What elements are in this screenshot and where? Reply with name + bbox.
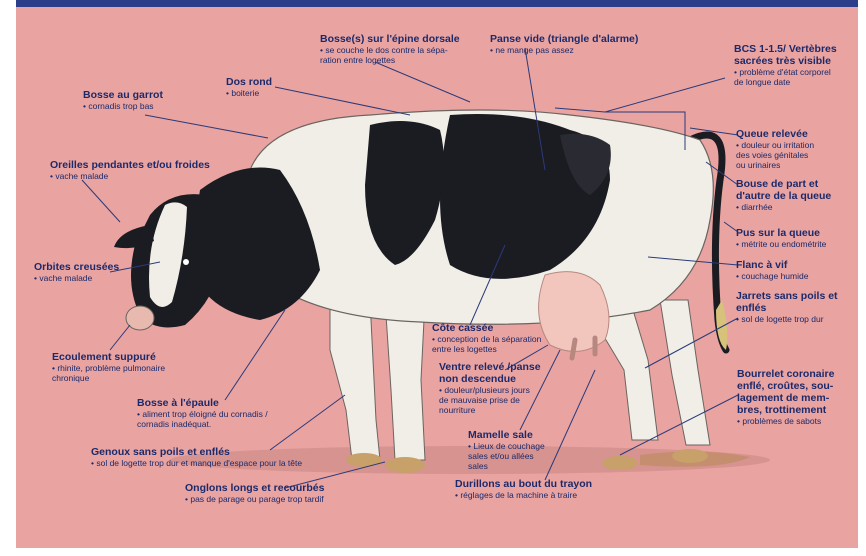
hoof [602, 456, 638, 470]
annotation-desc: • couchage humide [736, 271, 808, 281]
annotation-title: Ventre relevé /panse non descendue [439, 361, 541, 385]
annotation-panse-vide: Panse vide (triangle d'alarme) • ne mang… [490, 33, 638, 55]
annotation-desc: • sol de logette trop dur [736, 314, 838, 324]
annotation-title: Onglons longs et recourbés [185, 482, 324, 494]
hind-leg-left [660, 300, 710, 445]
front-leg-left [330, 300, 380, 460]
annotation-desc: • réglages de la machine à traire [455, 490, 592, 500]
annotation-desc: • aliment trop éloigné du cornadis / cor… [137, 409, 268, 429]
annotation-genoux: Genoux sans poils et enflés • sol de log… [91, 446, 302, 468]
annotation-ventre-releve: Ventre relevé /panse non descendue • dou… [439, 361, 541, 415]
annotation-title: Genoux sans poils et enflés [91, 446, 302, 458]
annotation-bosse-garrot: Bosse au garrot • cornadis trop bas [83, 89, 163, 111]
annotation-desc: • douleur/plusieurs jours de mauvaise pr… [439, 385, 541, 415]
annotation-desc: • douleur ou irritation des voies génita… [736, 140, 814, 170]
annotation-bouse-part: Bouse de part et d'autre de la queue • d… [736, 178, 831, 212]
annotation-desc: • conception de la séparation entre les … [432, 334, 541, 354]
hoof [385, 457, 425, 473]
annotation-desc: • problèmes de sabots [737, 416, 834, 426]
annotation-bourrelet: Bourrelet coronaire enflé, croûtes, sou-… [737, 368, 834, 426]
annotation-bosses-epine: Bosse(s) sur l'épine dorsale • se couche… [320, 33, 460, 65]
teat [572, 340, 575, 358]
hoof [672, 449, 708, 463]
annotation-title: Orbites creusées [34, 261, 119, 273]
cow-muzzle [126, 306, 154, 330]
annotation-title: Queue relevée [736, 128, 814, 140]
annotation-pus-queue: Pus sur la queue • métrite ou endométrit… [736, 227, 826, 249]
annotation-desc: • métrite ou endométrite [736, 239, 826, 249]
annotation-title: Mamelle sale [468, 429, 545, 441]
annotation-orbites: Orbites creusées • vache malade [34, 261, 119, 283]
annotation-title: Oreilles pendantes et/ou froides [50, 159, 210, 171]
annotation-title: Durillons au bout du trayon [455, 478, 592, 490]
annotation-queue-relevee: Queue relevée • douleur ou irritation de… [736, 128, 814, 170]
annotation-title: Bosse à l'épaule [137, 397, 268, 409]
annotation-oreilles: Oreilles pendantes et/ou froides • vache… [50, 159, 210, 181]
annotation-title: Bosse(s) sur l'épine dorsale [320, 33, 460, 45]
annotation-title: Bouse de part et d'autre de la queue [736, 178, 831, 202]
annotation-title: Dos rond [226, 76, 272, 88]
annotation-desc: • pas de parage ou parage trop tardif [185, 494, 324, 504]
annotation-desc: • diarrhée [736, 202, 831, 212]
annotation-flanc: Flanc à vif • couchage humide [736, 259, 808, 281]
hoof [346, 453, 382, 467]
annotation-desc: • rhinite, problème pulmonaire chronique [52, 363, 165, 383]
annotation-title: Panse vide (triangle d'alarme) [490, 33, 638, 45]
annotation-jarrets: Jarrets sans poils et enflés • sol de lo… [736, 290, 838, 324]
annotation-dos-rond: Dos rond • boiterie [226, 76, 272, 98]
annotation-title: Bosse au garrot [83, 89, 163, 101]
annotation-ecoulement: Ecoulement suppuré • rhinite, problème p… [52, 351, 165, 383]
annotation-title: Côte cassée [432, 322, 541, 334]
annotation-desc: • boiterie [226, 88, 272, 98]
annotation-desc: • cornadis trop bas [83, 101, 163, 111]
annotation-title: Ecoulement suppuré [52, 351, 165, 363]
annotation-title: Pus sur la queue [736, 227, 826, 239]
annotation-desc: • sol de logette trop dur et manque d'es… [91, 458, 302, 468]
annotation-onglons: Onglons longs et recourbés • pas de para… [185, 482, 324, 504]
annotation-desc: • vache malade [34, 273, 119, 283]
annotation-desc: • problème d'état corporel de longue dat… [734, 67, 837, 87]
annotation-desc: • vache malade [50, 171, 210, 181]
annotation-desc: • se couche le dos contre la sépa- ratio… [320, 45, 460, 65]
cow-eye [183, 259, 189, 265]
annotation-durillons: Durillons au bout du trayon • réglages d… [455, 478, 592, 500]
annotation-title: Jarrets sans poils et enflés [736, 290, 838, 314]
annotation-mamelle: Mamelle sale • Lieux de couchage sales e… [468, 429, 545, 471]
front-leg-right [385, 300, 425, 460]
annotation-cote-cassee: Côte cassée • conception de la séparatio… [432, 322, 541, 354]
annotation-desc: • ne mange pas assez [490, 45, 638, 55]
annotation-bosse-epaule: Bosse à l'épaule • aliment trop éloigné … [137, 397, 268, 429]
annotation-title: Bourrelet coronaire enflé, croûtes, sou-… [737, 368, 834, 416]
annotation-bcs: BCS 1-1.5/ Vertèbres sacrées très visibl… [734, 43, 837, 87]
annotation-title: Flanc à vif [736, 259, 808, 271]
annotation-desc: • Lieux de couchage sales et/ou allées s… [468, 441, 545, 471]
annotation-title: BCS 1-1.5/ Vertèbres sacrées très visibl… [734, 43, 837, 67]
